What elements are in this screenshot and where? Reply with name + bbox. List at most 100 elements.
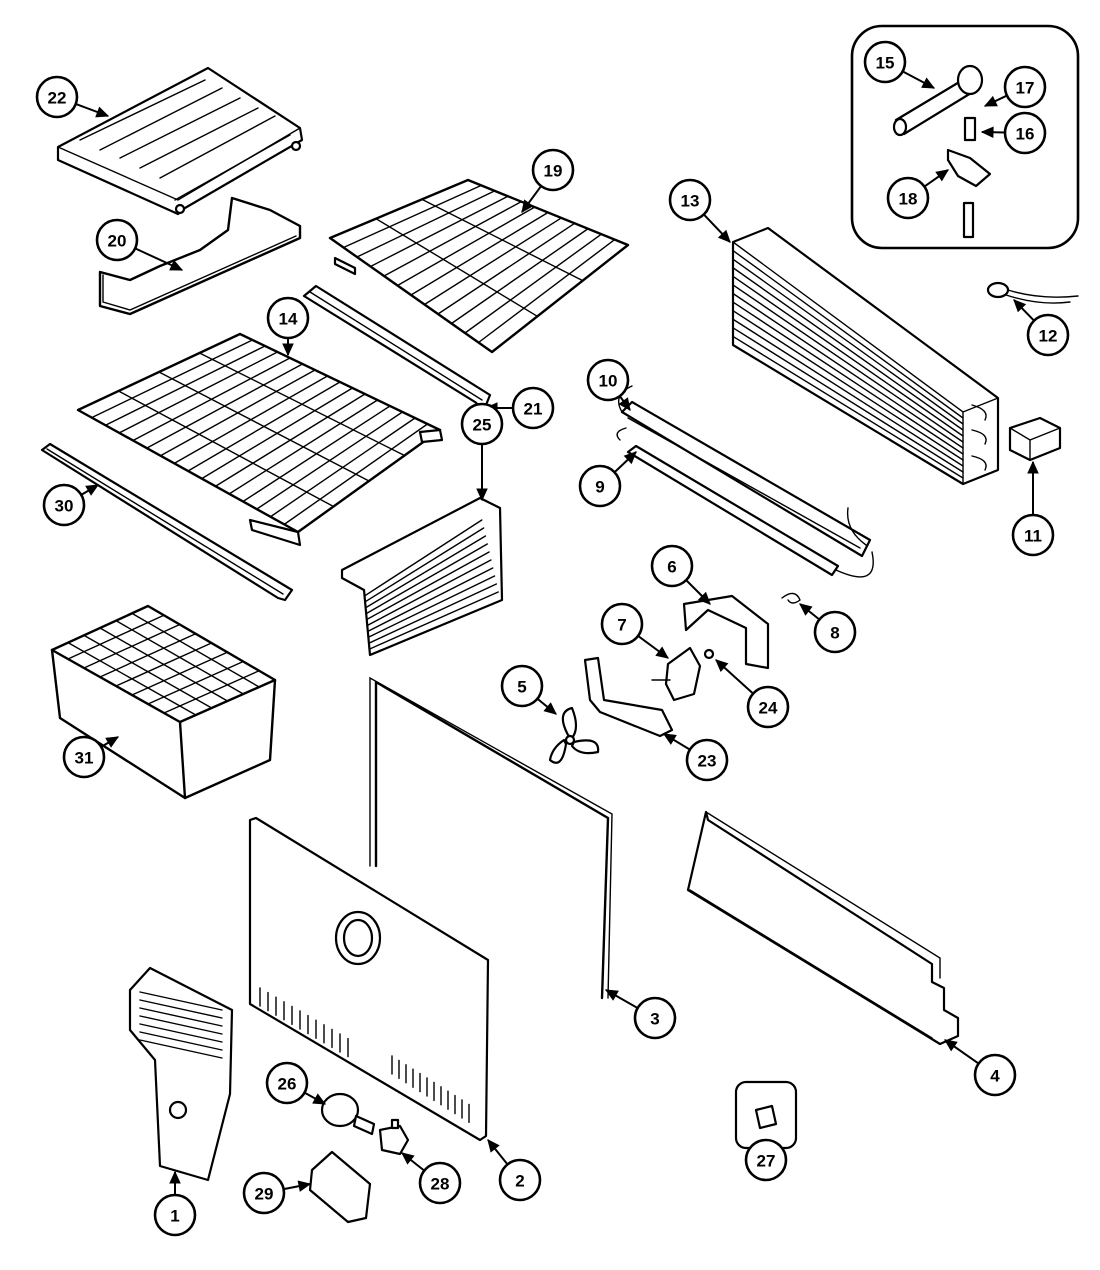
callout-circle: [973, 1053, 1017, 1097]
callout-3: 3: [633, 996, 677, 1040]
callout-number: 26: [278, 1075, 297, 1094]
leader-arrowhead: [282, 343, 294, 357]
callout-number: 17: [1016, 79, 1035, 98]
part-10-light-bar: [618, 385, 872, 558]
callout-8: 8: [813, 610, 857, 654]
leader-arrowhead: [521, 199, 534, 213]
leader-arrowhead: [717, 229, 731, 243]
callout-19: 19: [531, 148, 575, 192]
leader-arrowhead: [95, 106, 110, 118]
wire-line: [163, 670, 260, 714]
callout-circle: [1003, 111, 1047, 155]
callout-number: 19: [544, 162, 563, 181]
leader-arrowhead: [983, 95, 998, 107]
callout-circle: [650, 544, 694, 588]
grille-louvre: [139, 1031, 223, 1051]
part-9-light-tube: [616, 427, 874, 578]
callout-number: 14: [279, 310, 298, 329]
part-13-evaporator: [731, 226, 1000, 486]
wire-line: [450, 228, 589, 325]
callout-16: 16: [1003, 111, 1047, 155]
callout-circle: [153, 1193, 197, 1237]
callout-circle: [813, 610, 857, 654]
callout-number: 22: [48, 89, 67, 108]
callout-circle: [886, 176, 930, 220]
callout-23: 23: [685, 738, 729, 782]
callout-number: 1: [170, 1207, 179, 1226]
part-25-shelf-panel: [340, 496, 504, 657]
coil-fin: [732, 284, 964, 443]
callout-4: 4: [973, 1053, 1017, 1097]
callout-circle: [95, 218, 139, 262]
callout-5: 5: [500, 664, 544, 708]
wire-line: [118, 351, 279, 434]
part-20-wire-frame: [98, 196, 302, 316]
part-23-bracket: [583, 656, 674, 738]
wire-line: [477, 238, 616, 344]
leader-arrowhead: [476, 488, 488, 502]
callout-circle: [746, 685, 790, 729]
leader-arrowhead: [799, 603, 813, 616]
part-27-clip: [734, 1080, 798, 1150]
callout-number: 28: [431, 1175, 450, 1194]
leader-arrowhead: [105, 736, 120, 748]
leader-arrowhead: [662, 733, 677, 745]
leader-arrowhead: [1027, 460, 1039, 474]
part-29-lamp-cover: [308, 1150, 372, 1224]
wire-line: [369, 195, 509, 268]
callout-7: 7: [600, 602, 644, 646]
leader-arrowhead: [623, 451, 637, 465]
part-30-trim-rod: [40, 442, 294, 602]
callout-circle: [242, 1171, 286, 1215]
part-14-wire-shelf: [76, 332, 444, 547]
callout-number: 20: [108, 232, 127, 251]
wire-line: [131, 651, 229, 696]
grille-louvre: [139, 999, 223, 1019]
callout-circle: [511, 386, 555, 430]
callout-2: 2: [498, 1158, 542, 1202]
callout-29: 29: [242, 1171, 286, 1215]
part-7-motor: [651, 646, 702, 702]
wire-line: [147, 660, 244, 705]
wire-line: [132, 357, 291, 442]
leader-arrowhead: [1013, 299, 1027, 313]
panel-rib: [366, 551, 490, 621]
leader-arrowhead: [169, 259, 184, 271]
callout-circle: [744, 1138, 788, 1182]
callout-number: 9: [595, 478, 604, 497]
wire-line: [115, 642, 213, 687]
callout-12: 12: [1026, 313, 1070, 357]
wire-line: [256, 411, 404, 510]
wire-line: [396, 206, 536, 287]
wire-line: [67, 614, 165, 660]
callout-21: 21: [511, 386, 555, 430]
wire-line: [437, 222, 576, 315]
part-5-fan-blade: [548, 706, 600, 764]
grille-louvre: [139, 991, 223, 1011]
part-2-rear-panel: [248, 816, 490, 1142]
wire-line: [356, 190, 496, 258]
part-11-block: [1008, 416, 1062, 462]
callout-18: 18: [886, 176, 930, 220]
part-3-gasket: [369, 676, 613, 1000]
leader-arrowhead: [655, 646, 669, 659]
callout-circle: [1011, 513, 1055, 557]
leader-arrowhead: [944, 1039, 958, 1052]
part-28-socket: [378, 1118, 410, 1156]
wire-line: [242, 405, 391, 503]
callout-number: 2: [515, 1172, 524, 1191]
callout-9: 9: [578, 464, 622, 508]
wire-line: [410, 211, 549, 296]
callout-circle: [35, 75, 79, 119]
part-1-vent-grille: [128, 966, 234, 1182]
part-21-trim-rod: [302, 284, 492, 412]
wire-line: [283, 423, 429, 526]
panel-rib: [365, 543, 488, 615]
callout-circle: [1026, 313, 1070, 357]
wire-line: [201, 387, 354, 480]
callout-circle: [586, 358, 630, 402]
coil-fin: [732, 309, 964, 461]
callout-14: 14: [266, 296, 310, 340]
callout-25: 25: [460, 402, 504, 446]
